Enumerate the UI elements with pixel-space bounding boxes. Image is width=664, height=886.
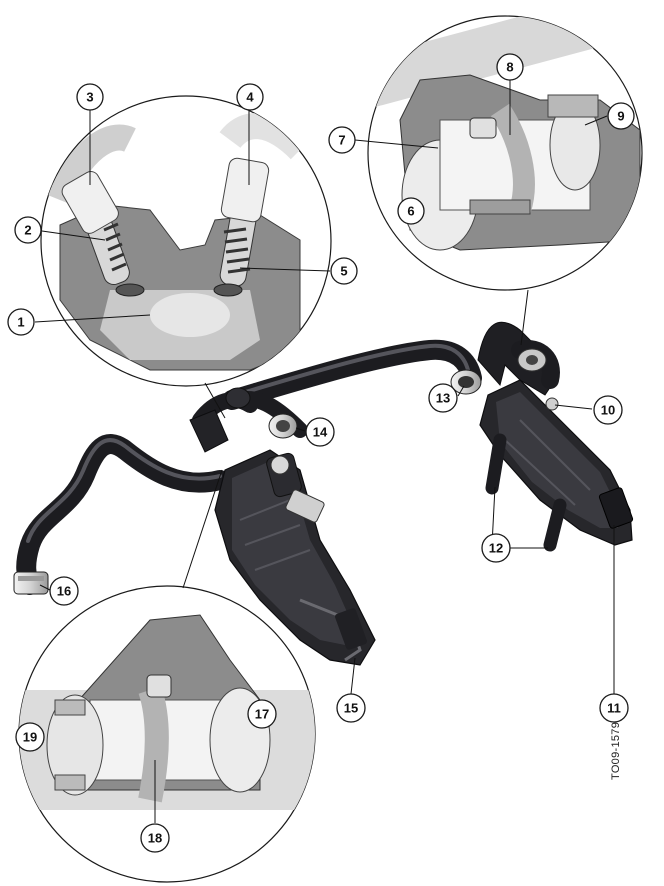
callout-5: 5 xyxy=(330,257,358,285)
svg-text:6: 6 xyxy=(407,204,414,219)
callout-1: 1 xyxy=(7,308,35,336)
svg-text:17: 17 xyxy=(255,707,269,722)
callout-19: 19 xyxy=(15,722,45,752)
svg-text:2: 2 xyxy=(24,223,31,238)
callout-2: 2 xyxy=(14,216,42,244)
svg-text:18: 18 xyxy=(148,831,162,846)
svg-text:13: 13 xyxy=(436,391,450,406)
svg-text:12: 12 xyxy=(489,541,503,556)
callout-9: 9 xyxy=(607,102,635,130)
svg-text:7: 7 xyxy=(338,133,345,148)
left-valve-spring xyxy=(86,214,145,297)
callout-16: 16 xyxy=(49,576,79,606)
svg-text:19: 19 xyxy=(23,730,37,745)
svg-text:14: 14 xyxy=(313,425,328,440)
callout-14: 14 xyxy=(305,417,335,447)
callout-8: 8 xyxy=(496,53,524,81)
svg-text:5: 5 xyxy=(340,264,347,279)
detail-view-check-valve-lower xyxy=(18,585,316,883)
left-valve-housing xyxy=(214,449,376,666)
callout-18: 18 xyxy=(140,823,170,853)
callout-13: 13 xyxy=(428,383,458,413)
svg-text:4: 4 xyxy=(246,90,254,105)
svg-text:11: 11 xyxy=(607,701,621,716)
detail-view-check-valve-upper xyxy=(367,15,643,291)
detail-view-pressure-control xyxy=(40,95,332,387)
callout-11: 11 xyxy=(599,693,629,723)
right-valve-housing xyxy=(477,321,634,552)
callout-3: 3 xyxy=(76,83,104,111)
callout-10: 10 xyxy=(593,395,623,425)
callout-15: 15 xyxy=(336,693,366,723)
svg-text:16: 16 xyxy=(57,584,71,599)
right-valve-spring xyxy=(213,209,257,297)
callout-12: 12 xyxy=(481,533,511,563)
svg-text:1: 1 xyxy=(17,315,24,330)
left-vent-hose xyxy=(16,434,230,595)
callout-4: 4 xyxy=(236,83,264,111)
svg-text:10: 10 xyxy=(601,403,615,418)
callout-17: 17 xyxy=(247,699,277,729)
callout-7: 7 xyxy=(328,126,356,154)
document-id: TO09-1579 xyxy=(610,721,622,780)
svg-text:15: 15 xyxy=(344,701,358,716)
main-assembly xyxy=(13,321,634,666)
svg-text:8: 8 xyxy=(506,60,513,75)
svg-text:3: 3 xyxy=(86,90,93,105)
callout-6: 6 xyxy=(397,197,425,225)
svg-text:9: 9 xyxy=(617,109,624,124)
hose-clip-16 xyxy=(13,571,49,595)
